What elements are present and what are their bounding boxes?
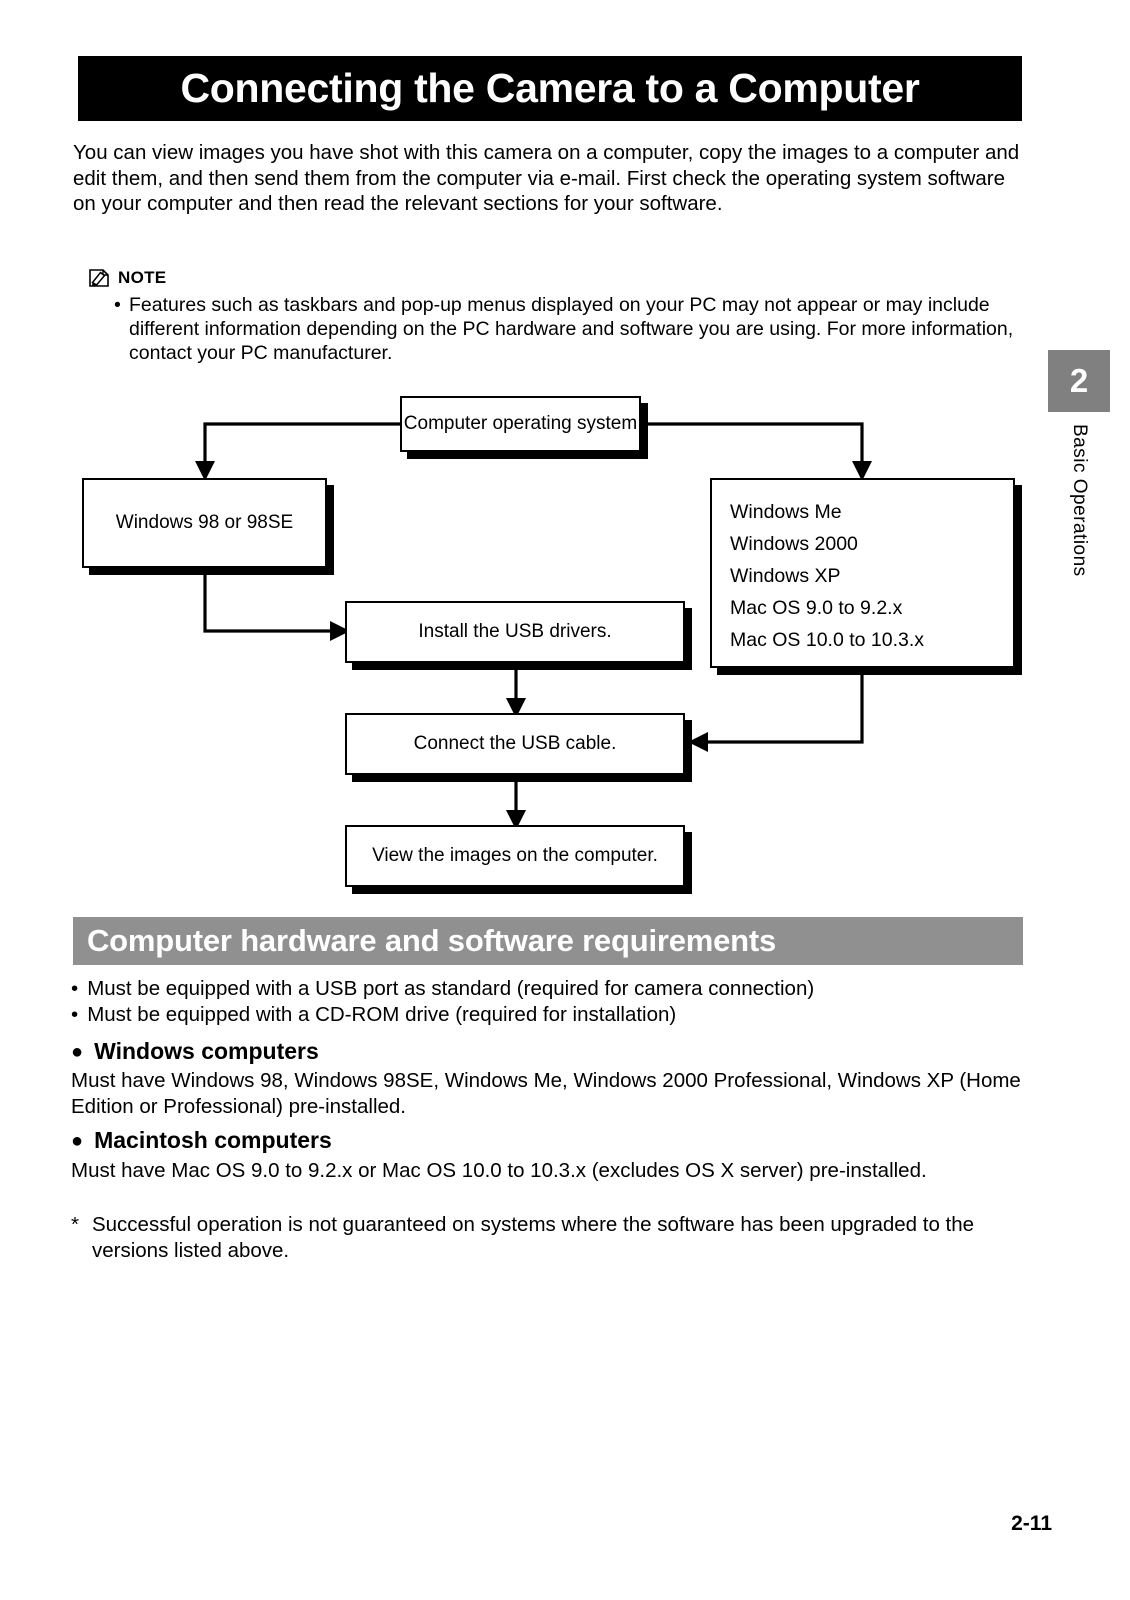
- note-block: NOTE • Features such as taskbars and pop…: [88, 266, 1028, 365]
- note-bullet: •: [114, 294, 121, 316]
- intro-paragraph: You can view images you have shot with t…: [73, 141, 1020, 215]
- flow-box-install-drivers-label: Install the USB drivers.: [418, 621, 612, 642]
- flow-box-connect-cable: Connect the USB cable.: [345, 713, 685, 775]
- chapter-label-text: Basic Operations: [1069, 424, 1090, 577]
- subsection-heading-windows: ● Windows computers: [71, 1038, 319, 1065]
- flow-box-root: Computer operating system: [400, 396, 641, 452]
- os-list-item: Windows Me: [730, 501, 842, 523]
- page-title: Connecting the Camera to a Computer: [180, 65, 920, 111]
- os-list-item: Mac OS 9.0 to 9.2.x: [730, 597, 903, 619]
- note-label: NOTE: [118, 268, 167, 287]
- os-list-item: Mac OS 10.0 to 10.3.x: [730, 629, 925, 651]
- requirements-bullet-list: • Must be equipped with a USB port as st…: [71, 976, 1026, 1028]
- note-text: Features such as taskbars and pop-up men…: [129, 294, 1014, 364]
- chapter-label: Basic Operations: [1048, 424, 1110, 654]
- list-item: • Must be equipped with a USB port as st…: [71, 976, 1026, 1002]
- chapter-number-tab: 2: [1048, 350, 1110, 412]
- os-list-item: Windows XP: [730, 565, 841, 587]
- subsection-body-windows: Must have Windows 98, Windows 98SE, Wind…: [71, 1069, 1021, 1118]
- footnote: * Successful operation is not guaranteed…: [71, 1212, 1026, 1264]
- subsection-heading-macintosh: ● Macintosh computers: [71, 1127, 332, 1154]
- flow-box-connect-cable-label: Connect the USB cable.: [413, 733, 617, 754]
- flow-box-install-drivers: Install the USB drivers.: [345, 601, 685, 663]
- flow-box-view-images: View the images on the computer.: [345, 825, 685, 887]
- flow-box-root-label: Computer operating system: [403, 413, 638, 434]
- section-header-title: Computer hardware and software requireme…: [87, 923, 777, 958]
- pencil-note-icon: [88, 267, 111, 289]
- page-title-bar: Connecting the Camera to a Computer: [78, 56, 1022, 121]
- section-header-bar: Computer hardware and software requireme…: [73, 917, 1023, 965]
- flow-box-view-images-label: View the images on the computer.: [372, 845, 658, 866]
- list-item-text: Must be equipped with a USB port as stan…: [87, 977, 815, 1000]
- note-body: • Features such as taskbars and pop-up m…: [88, 293, 1028, 365]
- filled-circle-icon: ●: [71, 1129, 84, 1152]
- subsection-heading-macintosh-label: Macintosh computers: [94, 1127, 332, 1153]
- list-item: • Must be equipped with a CD-ROM drive (…: [71, 1002, 1026, 1028]
- page-number: 2-11: [1011, 1512, 1052, 1535]
- chapter-number: 2: [1069, 362, 1089, 399]
- subsection-body-macintosh: Must have Mac OS 9.0 to 9.2.x or Mac OS …: [71, 1159, 927, 1182]
- filled-circle-icon: ●: [71, 1040, 84, 1063]
- os-list-item: Windows 2000: [730, 533, 858, 555]
- flow-box-windows98-label: Windows 98 or 98SE: [115, 512, 294, 533]
- bullet-icon: •: [71, 977, 79, 1000]
- footnote-text: Successful operation is not guaranteed o…: [91, 1213, 975, 1262]
- subsection-heading-windows-label: Windows computers: [94, 1038, 319, 1064]
- flow-box-windows98: Windows 98 or 98SE: [82, 478, 327, 568]
- bullet-icon: •: [71, 1003, 79, 1026]
- footnote-marker: *: [71, 1213, 79, 1236]
- flow-box-os-list: Windows Me Windows 2000 Windows XP Mac O…: [710, 478, 1015, 668]
- note-header: NOTE: [88, 266, 1028, 290]
- list-item-text: Must be equipped with a CD-ROM drive (re…: [87, 1003, 677, 1026]
